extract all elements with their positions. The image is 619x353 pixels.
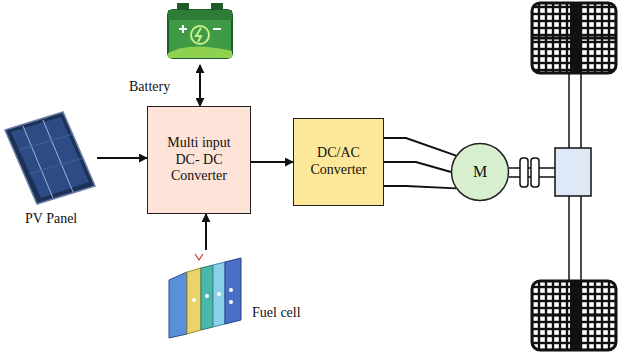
bottom-wheel — [532, 281, 616, 350]
motor-label: M — [450, 163, 510, 182]
box-label: Multi input DC- DC Converter — [154, 135, 244, 185]
pv-panel-label: PV Panel — [25, 211, 77, 227]
pv-node: PV Panel — [3, 110, 97, 206]
power-arrow — [205, 214, 207, 250]
battery-icon — [165, 1, 235, 65]
fuel-node: Fuel cell — [165, 250, 247, 340]
motor: M — [450, 142, 510, 202]
top-wheel — [532, 3, 616, 73]
fuel-cell-icon — [165, 250, 247, 340]
power-arrow — [97, 157, 147, 159]
battery-node: Battery — [165, 1, 235, 65]
phase-wires — [384, 138, 456, 188]
converter-box: Multi input DC- DC Converter — [147, 106, 251, 214]
box-label: DC/AC Converter — [300, 145, 377, 178]
fuel-cell-label: Fuel cell — [252, 305, 301, 321]
power-arrow — [251, 161, 293, 163]
battery-label: Battery — [129, 79, 170, 95]
pv-panel-icon — [3, 110, 97, 206]
differential-box — [555, 148, 591, 196]
motor-shaft — [509, 158, 556, 187]
inverter-box: DC/AC Converter — [293, 118, 384, 206]
power-arrow — [199, 65, 201, 106]
